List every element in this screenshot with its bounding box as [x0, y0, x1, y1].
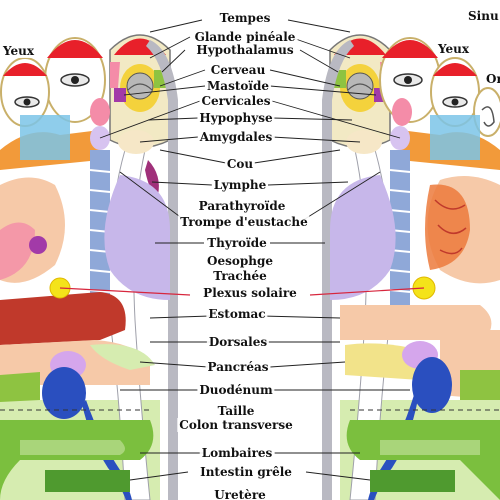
label-oreille-partial: Or [484, 72, 500, 86]
label-oesophge: Oesophge [205, 254, 275, 268]
left-second-toe-cap [3, 63, 47, 76]
left-lung [104, 175, 170, 300]
right-second-toe-cap [382, 40, 438, 58]
label-lombaires: Lombaires [199, 446, 275, 460]
right-plexus-line [309, 287, 425, 296]
left-lymph [145, 160, 159, 195]
ear-icon [481, 106, 495, 127]
right-eye-pupil-icon [404, 76, 412, 84]
label-yeux-left: Yeux [1, 44, 37, 58]
right-amygdala [346, 130, 382, 154]
right-sinus-pink [392, 98, 412, 126]
right-blue-area [430, 115, 480, 160]
left-intestine-inner [20, 440, 125, 455]
left-mastoid [114, 88, 126, 102]
label-colon-transverse: Colon transverse [177, 418, 295, 432]
left-small-intestine [45, 470, 130, 492]
label-yeux-right: Yeux [436, 42, 472, 56]
label-trompe-eustache: Trompe d'eustache [178, 215, 310, 229]
right-fourth-toe [473, 87, 500, 137]
left-eye-pupil-icon [71, 76, 79, 84]
label-taille: Taille [215, 404, 257, 418]
left-temple-pink [110, 62, 120, 88]
left-vertebrae [90, 150, 110, 330]
label-duodenum: Duodénum [197, 383, 275, 397]
left-amygdala [118, 130, 154, 154]
right-kidney [412, 357, 452, 413]
left-heart-dot [29, 236, 47, 254]
label-leader-lines [99, 19, 410, 481]
label-dorsales: Dorsales [206, 335, 270, 349]
right-heart-vessels [434, 199, 467, 255]
label-thyroide: Thyroïde [205, 236, 269, 250]
left-eye-pupil-2 [23, 98, 31, 106]
left-colon-green [0, 372, 40, 402]
label-parathyroide: Parathyroïde [196, 199, 288, 213]
left-liver [0, 292, 126, 345]
left-blue-area [20, 115, 70, 160]
label-trachee: Trachée [211, 269, 269, 283]
left-plexus-line [59, 287, 191, 296]
left-heart-pink [0, 222, 35, 280]
label-lymphe: Lymphe [211, 178, 269, 192]
right-lung [330, 175, 396, 300]
label-intestin-grele: Intestin grêle [198, 465, 294, 479]
right-heart-icon [425, 184, 470, 270]
right-intestine-inner [380, 440, 480, 455]
left-brain-fold [127, 83, 153, 91]
label-sinus: Sinu [466, 9, 500, 23]
label-hypophyse: Hypophyse [197, 111, 275, 125]
label-cerveau: Cerveau [208, 63, 268, 77]
label-estomac: Estomac [206, 307, 268, 321]
right-edge-spine [322, 40, 354, 500]
right-vertebrae [390, 150, 410, 330]
label-mastoide: Mastoïde [205, 79, 271, 93]
right-brain-fold [347, 83, 373, 91]
left-sinus-pink [90, 98, 110, 126]
left-brain-icon [126, 72, 154, 100]
right-pancreas [345, 343, 420, 380]
right-colon-green [460, 370, 500, 400]
left-pancreas [90, 344, 155, 370]
label-plexus-solaire: Plexus solaire [201, 286, 299, 300]
right-small-intestine [370, 470, 455, 492]
left-edge-spine [146, 40, 178, 500]
left-toe-cap [47, 40, 103, 58]
right-eye-pupil-2 [451, 98, 459, 106]
right-brain-icon [346, 72, 374, 100]
label-tempes: Tempes [217, 11, 273, 25]
left-kidney [42, 367, 86, 419]
label-cou: Cou [224, 157, 256, 171]
label-hypothalamus: Hypothalamus [194, 43, 296, 57]
label-cervicales: Cervicales [199, 94, 273, 108]
label-pancreas: Pancréas [205, 360, 271, 374]
label-uretere: Uretère [212, 488, 268, 500]
label-glande-pineale: Glande pinéale [192, 30, 298, 44]
right-third-toe-cap [433, 63, 477, 76]
label-amygdales: Amygdales [197, 130, 275, 144]
